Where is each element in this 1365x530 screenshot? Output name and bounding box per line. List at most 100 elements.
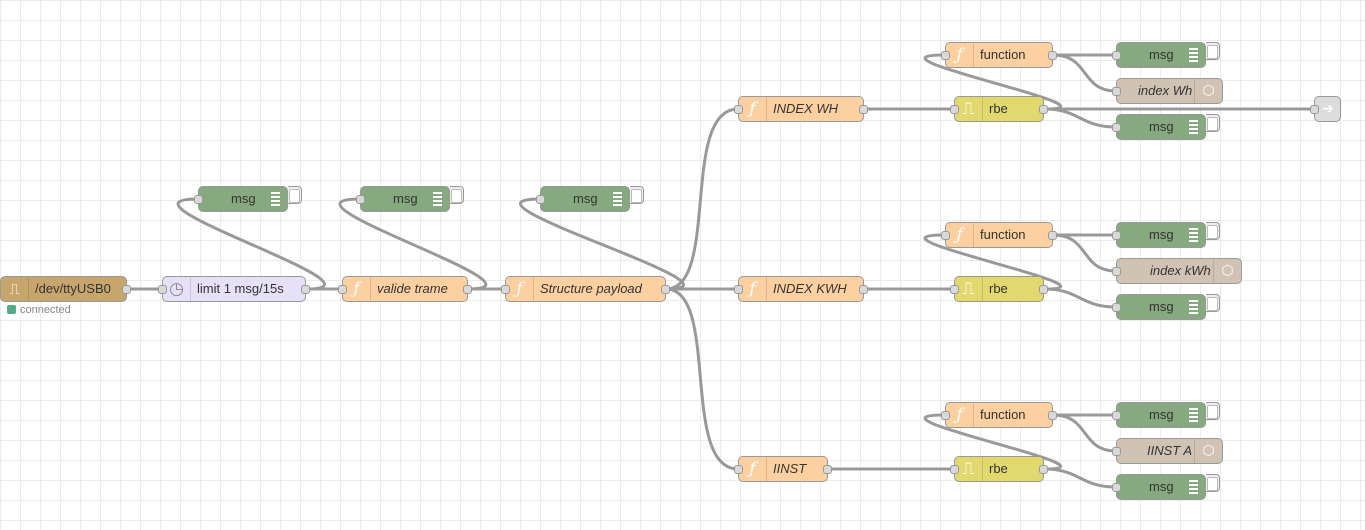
output-port[interactable] — [859, 285, 868, 294]
debug-node[interactable]: msg — [1112, 222, 1206, 248]
debug-toggle-button[interactable] — [1206, 474, 1220, 492]
link-out-node[interactable]: ➔ — [1310, 96, 1341, 122]
function-icon: ƒ — [946, 223, 974, 247]
input-port[interactable] — [950, 285, 959, 294]
debug-node[interactable]: msg — [536, 186, 630, 212]
input-port[interactable] — [941, 231, 950, 240]
wire — [665, 107, 739, 291]
wire — [1052, 413, 1117, 453]
input-port[interactable] — [1112, 411, 1121, 420]
function-icon: ƒ — [739, 277, 767, 301]
function-node-valide-trame[interactable]: ƒ valide trame — [338, 276, 472, 302]
input-port[interactable] — [1112, 267, 1121, 276]
input-port[interactable] — [734, 105, 743, 114]
node-label: msg — [231, 191, 256, 206]
input-port[interactable] — [158, 285, 167, 294]
input-port[interactable] — [1112, 123, 1121, 132]
debug-toggle-button[interactable] — [1206, 294, 1220, 312]
debug-toggle-button[interactable] — [1206, 42, 1220, 60]
debug-toggle-button[interactable] — [1206, 114, 1220, 132]
wire — [338, 197, 488, 291]
input-port[interactable] — [1112, 231, 1121, 240]
function-node-structure-payload[interactable]: ƒ Structure payload — [501, 276, 670, 302]
output-port[interactable] — [859, 105, 868, 114]
node-label: IINST — [773, 461, 807, 476]
wire — [176, 197, 326, 291]
dashboard-node[interactable]: index kWh ⬡ — [1112, 258, 1242, 284]
input-port[interactable] — [1310, 105, 1319, 114]
input-port[interactable] — [356, 195, 365, 204]
serial-in-node[interactable]: ⎍ /dev/ttyUSB0 — [0, 276, 131, 302]
node-label: msg — [1149, 407, 1174, 422]
input-port[interactable] — [734, 465, 743, 474]
function-node-index-wh[interactable]: ƒ INDEX WH — [734, 96, 868, 122]
input-port[interactable] — [338, 285, 347, 294]
debug-node[interactable]: msg — [1112, 42, 1206, 68]
node-label: /dev/ttyUSB0 — [35, 281, 111, 296]
output-port[interactable] — [661, 285, 670, 294]
input-port[interactable] — [941, 411, 950, 420]
output-port[interactable] — [1039, 105, 1048, 114]
wire — [1052, 53, 1117, 93]
node-label: msg — [1149, 299, 1174, 314]
output-port[interactable] — [301, 285, 310, 294]
output-port[interactable] — [122, 285, 131, 294]
debug-node[interactable]: msg — [194, 186, 288, 212]
debug-node[interactable]: msg — [1112, 474, 1206, 500]
input-port[interactable] — [1112, 483, 1121, 492]
input-port[interactable] — [941, 51, 950, 60]
wire — [1043, 287, 1117, 309]
output-port[interactable] — [1048, 411, 1057, 420]
node-label: msg — [1149, 47, 1174, 62]
function-node[interactable]: ƒ function — [941, 42, 1057, 68]
node-label: function — [980, 47, 1026, 62]
input-port[interactable] — [1112, 51, 1121, 60]
debug-toggle-button[interactable] — [450, 186, 464, 204]
output-port[interactable] — [463, 285, 472, 294]
dashboard-node[interactable]: index Wh ⬡ — [1112, 78, 1223, 104]
output-port[interactable] — [1039, 465, 1048, 474]
node-label: index kWh — [1150, 263, 1211, 278]
input-port[interactable] — [1112, 447, 1121, 456]
function-node[interactable]: ƒ function — [941, 402, 1057, 428]
function-icon: ƒ — [739, 457, 767, 481]
debug-node[interactable]: msg — [356, 186, 450, 212]
output-port[interactable] — [823, 465, 832, 474]
debug-node[interactable]: msg — [1112, 402, 1206, 428]
input-port[interactable] — [536, 195, 545, 204]
output-port[interactable] — [1039, 285, 1048, 294]
status-dot — [7, 305, 16, 314]
debug-toggle-button[interactable] — [1206, 222, 1220, 240]
function-node-iinst[interactable]: ƒ IINST — [734, 456, 832, 482]
input-port[interactable] — [734, 285, 743, 294]
input-port[interactable] — [1112, 303, 1121, 312]
dashboard-node[interactable]: IINST A ⬡ — [1112, 438, 1223, 464]
rbe-node[interactable]: ⎍ rbe — [950, 96, 1048, 122]
input-port[interactable] — [194, 195, 203, 204]
output-port[interactable] — [1048, 231, 1057, 240]
function-icon: ƒ — [506, 277, 534, 301]
debug-toggle-button[interactable] — [1206, 402, 1220, 420]
debug-node[interactable]: msg — [1112, 294, 1206, 320]
node-label: rbe — [989, 281, 1008, 296]
function-icon: ƒ — [946, 403, 974, 427]
function-node[interactable]: ƒ function — [941, 222, 1057, 248]
debug-toggle-button[interactable] — [288, 186, 302, 204]
wire — [518, 197, 686, 291]
input-port[interactable] — [950, 465, 959, 474]
function-node-index-kwh[interactable]: ƒ INDEX KWH — [734, 276, 868, 302]
input-port[interactable] — [1112, 87, 1121, 96]
input-port[interactable] — [950, 105, 959, 114]
rbe-node[interactable]: ⎍ rbe — [950, 276, 1048, 302]
rbe-node[interactable]: ⎍ rbe — [950, 456, 1048, 482]
wire — [1043, 107, 1117, 129]
debug-toggle-button[interactable] — [630, 186, 644, 204]
dashboard-icon: ⬡ — [1194, 79, 1222, 103]
input-port[interactable] — [501, 285, 510, 294]
wire — [923, 413, 1063, 471]
debug-node[interactable]: msg — [1112, 114, 1206, 140]
delay-node[interactable]: ◷ limit 1 msg/15s — [158, 276, 310, 302]
output-port[interactable] — [1048, 51, 1057, 60]
